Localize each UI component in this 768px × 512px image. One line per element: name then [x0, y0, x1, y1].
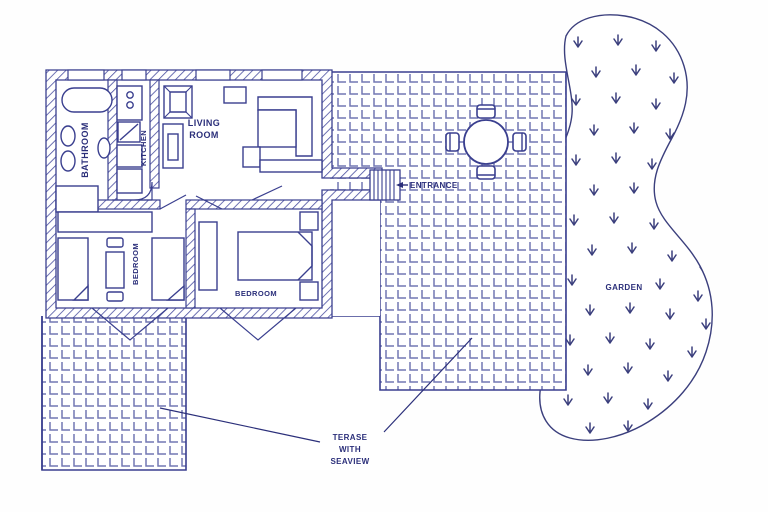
garden-label: GARDEN	[605, 283, 642, 292]
living-room-furniture	[162, 85, 323, 173]
sink-basin-upper	[60, 125, 76, 147]
armchair	[163, 85, 193, 119]
bed-double	[237, 231, 313, 281]
wardrobe-right	[198, 221, 218, 291]
entrance-annotation: ENTRANCE	[396, 181, 458, 190]
bedroom-right-label: BEDROOM	[235, 289, 277, 298]
windows	[67, 69, 303, 81]
bedroom-left-furniture	[57, 211, 185, 302]
sink-bowl-b	[126, 101, 134, 109]
nightstand-lower	[106, 291, 124, 302]
wall-kitchen-living	[149, 79, 160, 189]
terrace-leader-right	[383, 337, 473, 433]
terrace-label-line-2: WITH	[339, 445, 361, 454]
door-bedroom-right-terrace	[219, 307, 297, 341]
bedroom-left-label: BEDROOM	[131, 243, 140, 285]
ottoman	[242, 146, 261, 168]
chair-north	[476, 104, 496, 119]
chair-south	[476, 165, 496, 180]
kitchen-counter-mid	[116, 144, 143, 168]
tall-cabinet	[162, 123, 184, 169]
entrance-steps	[369, 169, 401, 201]
terrace-annotation: TERASE WITH SEAVIEW	[159, 337, 473, 466]
terrace-leader-left	[159, 407, 321, 443]
entrance-label: ENTRANCE	[410, 181, 458, 190]
sink-basin-lower	[60, 150, 76, 172]
door-bathroom	[112, 181, 153, 201]
window-bathroom	[67, 69, 105, 81]
living-room-label-line-1: LIVING	[188, 118, 220, 128]
living-room-label-line-2: ROOM	[189, 130, 219, 140]
nightstand-upper	[106, 237, 124, 248]
window-kitchen	[121, 69, 147, 81]
window-living-a	[195, 69, 231, 81]
bathroom-fixtures	[55, 87, 113, 213]
bathroom-label: BATHROOM	[80, 122, 90, 178]
kitchen-label: KITCHEN	[139, 130, 148, 166]
sofa-seat	[257, 109, 297, 148]
outdoor-dining-set	[445, 104, 527, 180]
round-table	[463, 119, 509, 165]
bathroom-cabinet	[55, 185, 99, 213]
bed-single-left	[57, 237, 89, 301]
kitchen-counter-low	[116, 168, 143, 194]
sink-bowl-a	[126, 91, 134, 99]
bed-single-right	[151, 237, 185, 301]
stove-diagonal	[119, 123, 139, 141]
wall-corridor-right	[185, 199, 323, 210]
door-corridor-b	[195, 195, 223, 210]
side-table	[223, 86, 247, 104]
window-living-b	[261, 69, 303, 81]
door-living-terrace	[251, 185, 283, 201]
door-corridor-a	[159, 194, 187, 210]
wardrobe-left	[57, 211, 153, 233]
bedroom-right-furniture	[198, 211, 319, 301]
living-room-label: LIVING ROOM	[188, 118, 220, 140]
chair-east	[512, 132, 527, 152]
door-swings	[91, 181, 297, 341]
bathtub	[61, 87, 113, 113]
toilet	[97, 137, 111, 159]
door-bedroom-left-terrace	[91, 307, 169, 341]
chair-west	[445, 132, 460, 152]
entrance-arrow-head	[396, 182, 403, 188]
nightstand-bottom-right	[299, 281, 319, 301]
wall-bedroom-divider	[185, 208, 196, 309]
terrace-label-line-1: TERASE	[333, 433, 368, 442]
low-bench	[259, 159, 323, 173]
dresser	[105, 251, 125, 289]
nightstand-top-right	[299, 211, 319, 231]
terrace-label-line-3: SEAVIEW	[330, 457, 369, 466]
kitchen-fixtures	[116, 85, 143, 194]
